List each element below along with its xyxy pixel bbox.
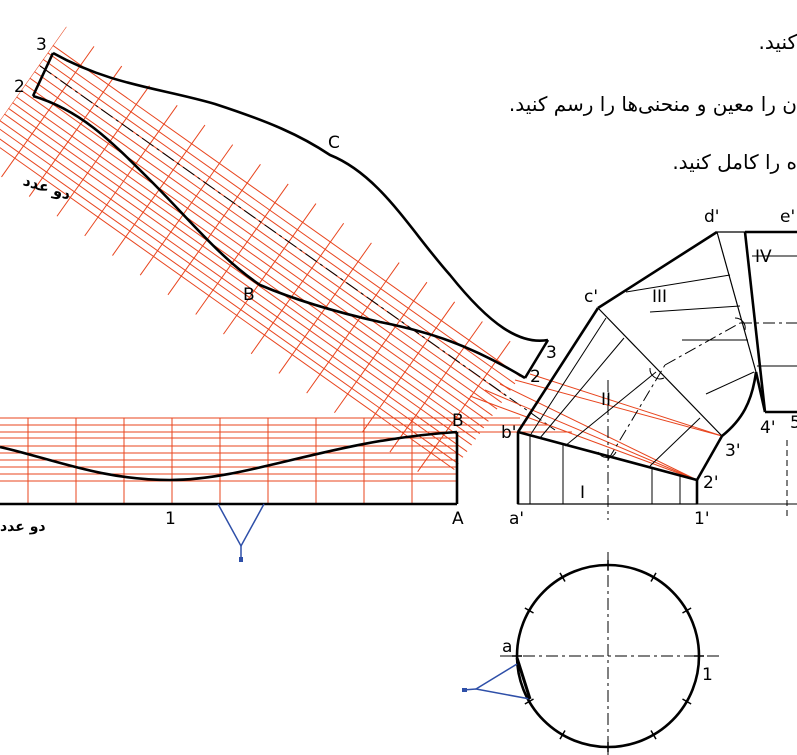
roman-II: II bbox=[601, 390, 611, 410]
label-top-2: 2 bbox=[14, 77, 25, 97]
label-C: C bbox=[328, 133, 340, 153]
weld-symbol bbox=[217, 503, 265, 562]
label-5-prime: 5 bbox=[790, 413, 797, 433]
upper-end-edge-right bbox=[523, 339, 550, 379]
label-A: A bbox=[452, 509, 464, 529]
label-strip-2: 2 bbox=[530, 367, 541, 387]
label-c-prime: c' bbox=[584, 287, 598, 307]
upper-end-edge-left bbox=[31, 52, 55, 97]
label-top-3: 3 bbox=[36, 35, 47, 55]
instruction-line-3: ه را کامل کنید. bbox=[672, 150, 797, 174]
label-1: 1 bbox=[165, 509, 176, 529]
upper-center-line bbox=[39, 65, 556, 431]
label-3-prime: 3' bbox=[725, 441, 741, 461]
roman-III: III bbox=[652, 287, 667, 307]
instruction-line-1: کنید. bbox=[758, 30, 797, 54]
circle-label-1: 1 bbox=[702, 665, 713, 685]
upper-curve-top bbox=[52, 51, 549, 343]
label-b-prime: b' bbox=[501, 423, 516, 443]
point-labels: 3 2 C B 3 2 B A 1 a' b' c' d' e' 1' 2' 3… bbox=[14, 35, 797, 685]
label-B-lower: B bbox=[452, 411, 464, 431]
label-B-upper: B bbox=[243, 285, 255, 305]
label-d-prime: d' bbox=[704, 207, 719, 227]
upper-curve-bottom bbox=[32, 94, 526, 380]
roman-IV: IV bbox=[755, 247, 772, 267]
lower-construction-grid bbox=[0, 373, 723, 504]
label-1-prime: 1' bbox=[694, 509, 710, 529]
roman-I: I bbox=[580, 483, 585, 503]
elbow-assembly bbox=[516, 230, 797, 520]
lower-curve bbox=[0, 430, 458, 482]
lower-count-note: دو عدد bbox=[0, 519, 46, 535]
lower-development-strip bbox=[0, 373, 723, 562]
label-2-prime: 2' bbox=[703, 473, 719, 493]
circle-cross-section bbox=[462, 552, 720, 755]
circle-label-a: a bbox=[502, 637, 512, 657]
label-4-prime: 4' bbox=[760, 418, 776, 438]
weld-symbol-circle bbox=[462, 657, 532, 700]
label-strip-3: 3 bbox=[546, 343, 557, 363]
label-e-prime: e' bbox=[780, 207, 795, 227]
label-a-prime: a' bbox=[509, 509, 524, 529]
instruction-line-2: ن را معین و منحنی‌ها را رسم کنید. bbox=[508, 92, 797, 116]
